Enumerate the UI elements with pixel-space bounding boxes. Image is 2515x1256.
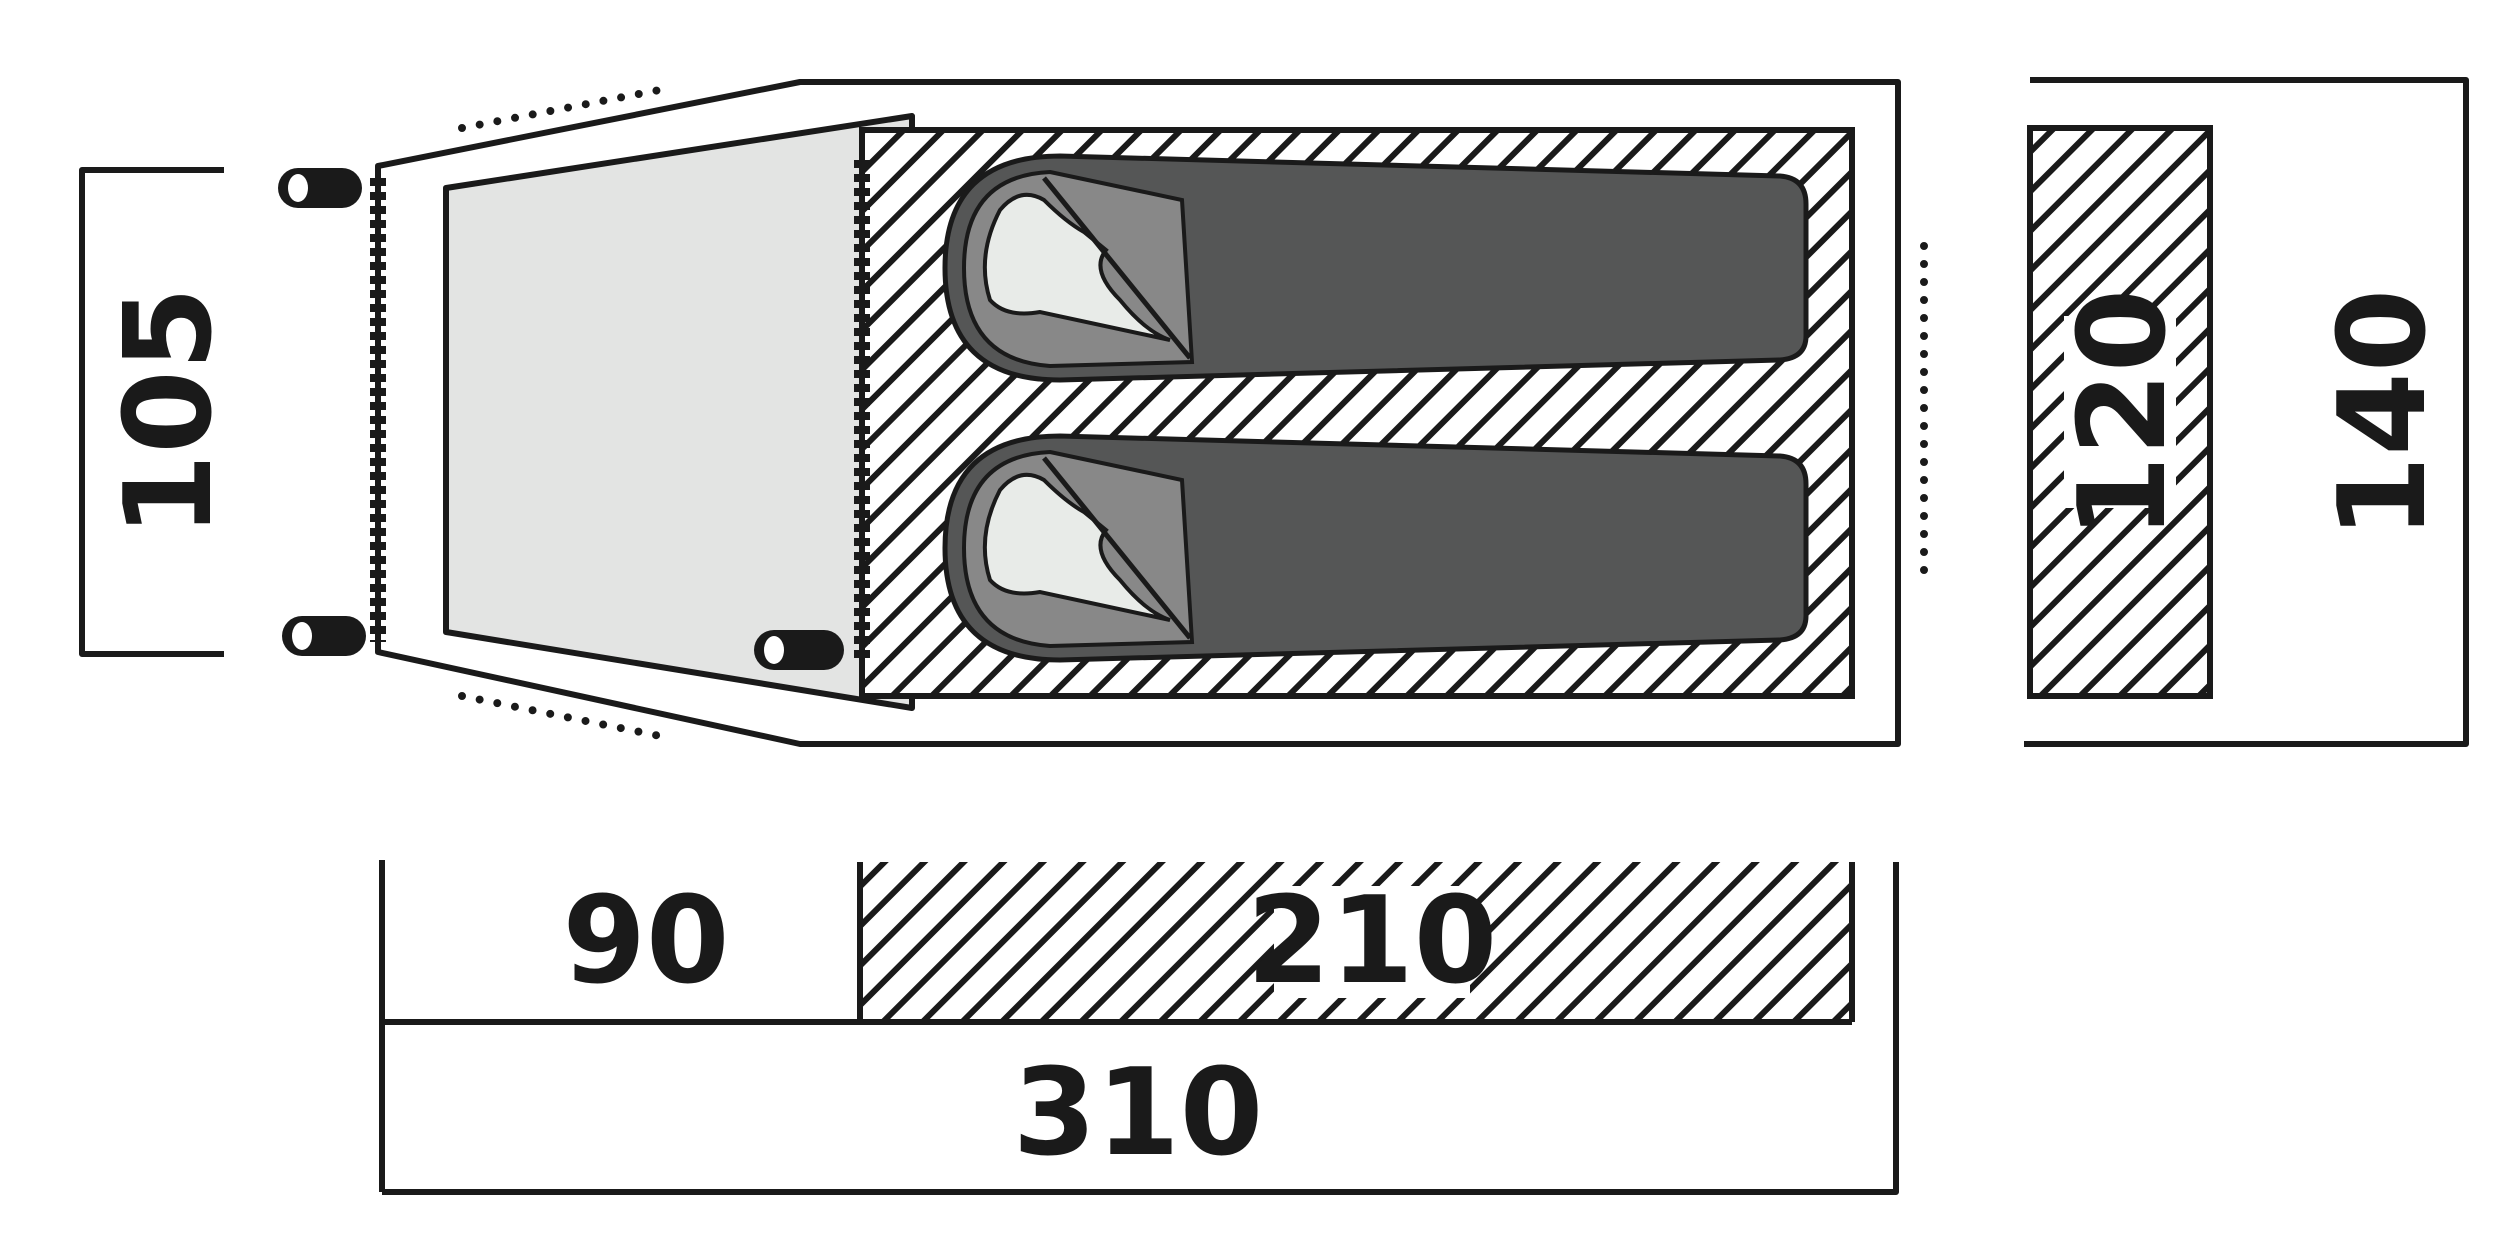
sleeping-bag-icon	[942, 153, 1809, 383]
inner-width-label-bg	[2064, 316, 2176, 508]
total-width-bracket	[2024, 77, 2469, 747]
tent-peg-icon	[282, 616, 366, 656]
tent-peg-icon	[278, 168, 362, 208]
vent-dots-icon	[458, 84, 674, 132]
vestibule-floor	[443, 113, 915, 711]
person-head-icon	[982, 192, 1171, 342]
total-length-label: 310	[1013, 1044, 1264, 1183]
total-length-bracket	[382, 862, 1899, 1195]
door-width-bracket	[79, 167, 224, 657]
person-head-icon	[982, 472, 1171, 622]
outer-tent-outline	[375, 79, 1901, 747]
door-width-label: 105	[100, 287, 239, 538]
vestibule-length-label: 90	[563, 872, 730, 1011]
inner-width-label: 120	[2054, 289, 2193, 540]
tent-peg-icon	[754, 630, 844, 670]
inner-length-label: 210	[1247, 872, 1498, 1011]
inner-length-label-bg	[1274, 886, 1470, 998]
vent-dots-icon	[458, 692, 674, 742]
sleeping-bag-icon	[942, 433, 1809, 663]
total-width-label: 140	[2314, 289, 2453, 540]
